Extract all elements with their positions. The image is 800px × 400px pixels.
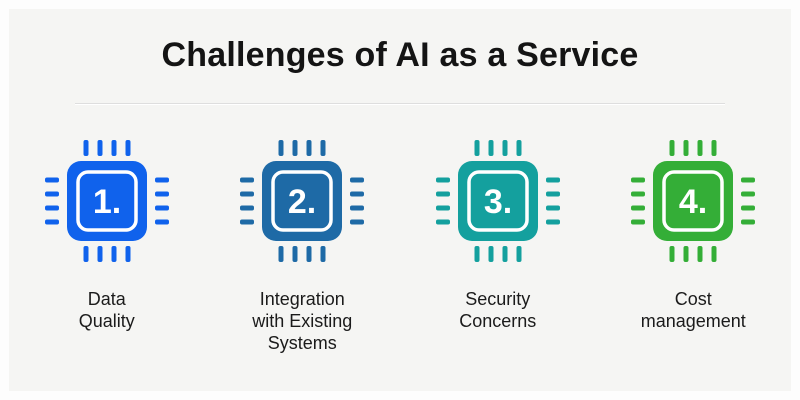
challenge-label: Data Quality bbox=[78, 289, 135, 331]
chip-number: 2. bbox=[288, 183, 316, 221]
challenge-item-data-quality: 1. Data Quality bbox=[9, 136, 205, 354]
chip-number: 4. bbox=[679, 183, 707, 221]
challenge-label: Cost management bbox=[640, 289, 746, 331]
cpu-chip-icon: 1. bbox=[44, 140, 169, 262]
chip-number: 3. bbox=[484, 183, 512, 221]
chip-number: 1. bbox=[93, 183, 121, 221]
challenge-label: Security Concerns bbox=[459, 289, 537, 331]
challenge-label: Integration with Existing Systems bbox=[252, 289, 353, 353]
challenge-item-security: 3. Security Concerns bbox=[400, 136, 596, 354]
cpu-chip-icon: 2. bbox=[240, 140, 365, 262]
page-title: Challenges of AI as a Service bbox=[161, 36, 639, 74]
challenges-row: 1. Data Quality 2. Integration with Exis… bbox=[9, 136, 791, 354]
cpu-chip-icon: 4. bbox=[631, 140, 756, 262]
challenge-item-integration: 2. Integration with Existing Systems bbox=[205, 136, 401, 354]
title-divider bbox=[75, 103, 725, 104]
cpu-chip-icon: 3. bbox=[435, 140, 560, 262]
challenge-item-cost: 4. Cost management bbox=[596, 136, 792, 354]
